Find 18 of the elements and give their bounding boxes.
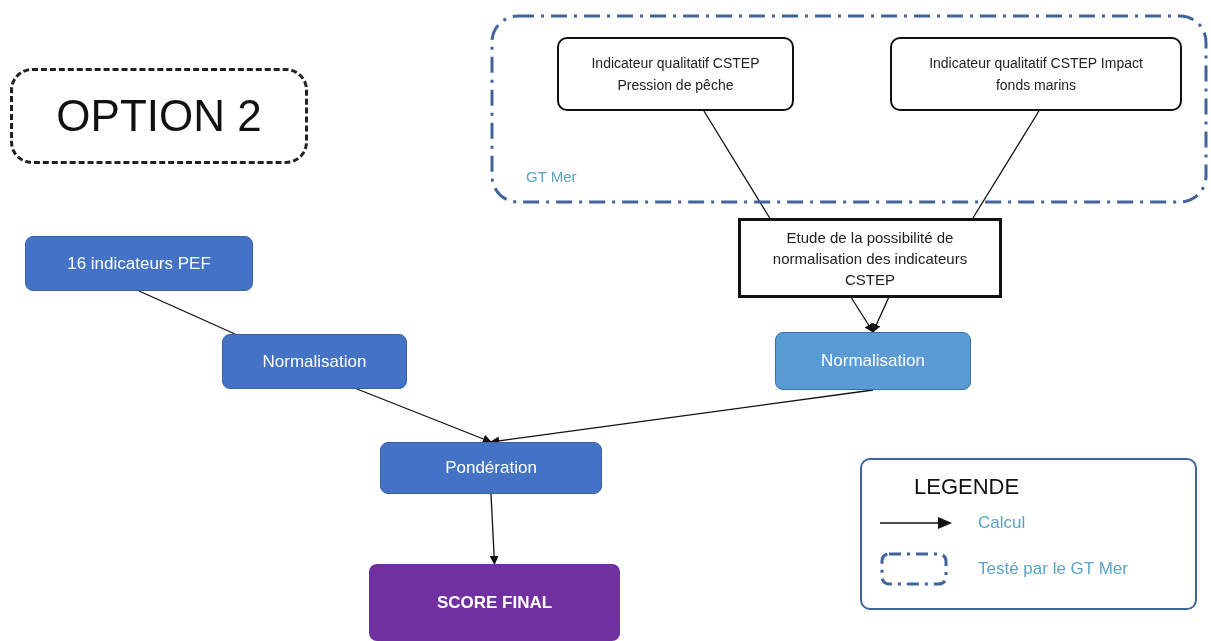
option-box: OPTION 2 xyxy=(10,68,308,164)
legend-text: Calcul xyxy=(978,512,1026,534)
process-box: Normalisation xyxy=(222,334,407,389)
indicator-box: Indicateur qualitatif CSTEP Impact fonds marins xyxy=(890,37,1182,111)
connector-arrow xyxy=(872,297,890,333)
process-box: Normalisation xyxy=(775,332,971,390)
process-box: Etude de la possibilité de normalisation des indicateurs CSTEP xyxy=(738,218,1002,298)
process-box: Pondération xyxy=(380,442,602,494)
connector-arrow xyxy=(356,388,492,444)
connector-arrow xyxy=(489,493,499,565)
connector-arrow xyxy=(850,297,874,333)
group-label: GT Mer xyxy=(526,167,577,187)
legend-text: Testé par le GT Mer xyxy=(978,558,1128,581)
process-box: 16 indicateurs PEF xyxy=(25,236,253,291)
indicator-box: Indicateur qualitatif CSTEP Pression de pêche xyxy=(557,37,794,111)
group-band xyxy=(490,14,1208,204)
result-box: SCORE FINAL xyxy=(369,564,620,641)
legend-title: LEGENDE xyxy=(914,473,1020,501)
